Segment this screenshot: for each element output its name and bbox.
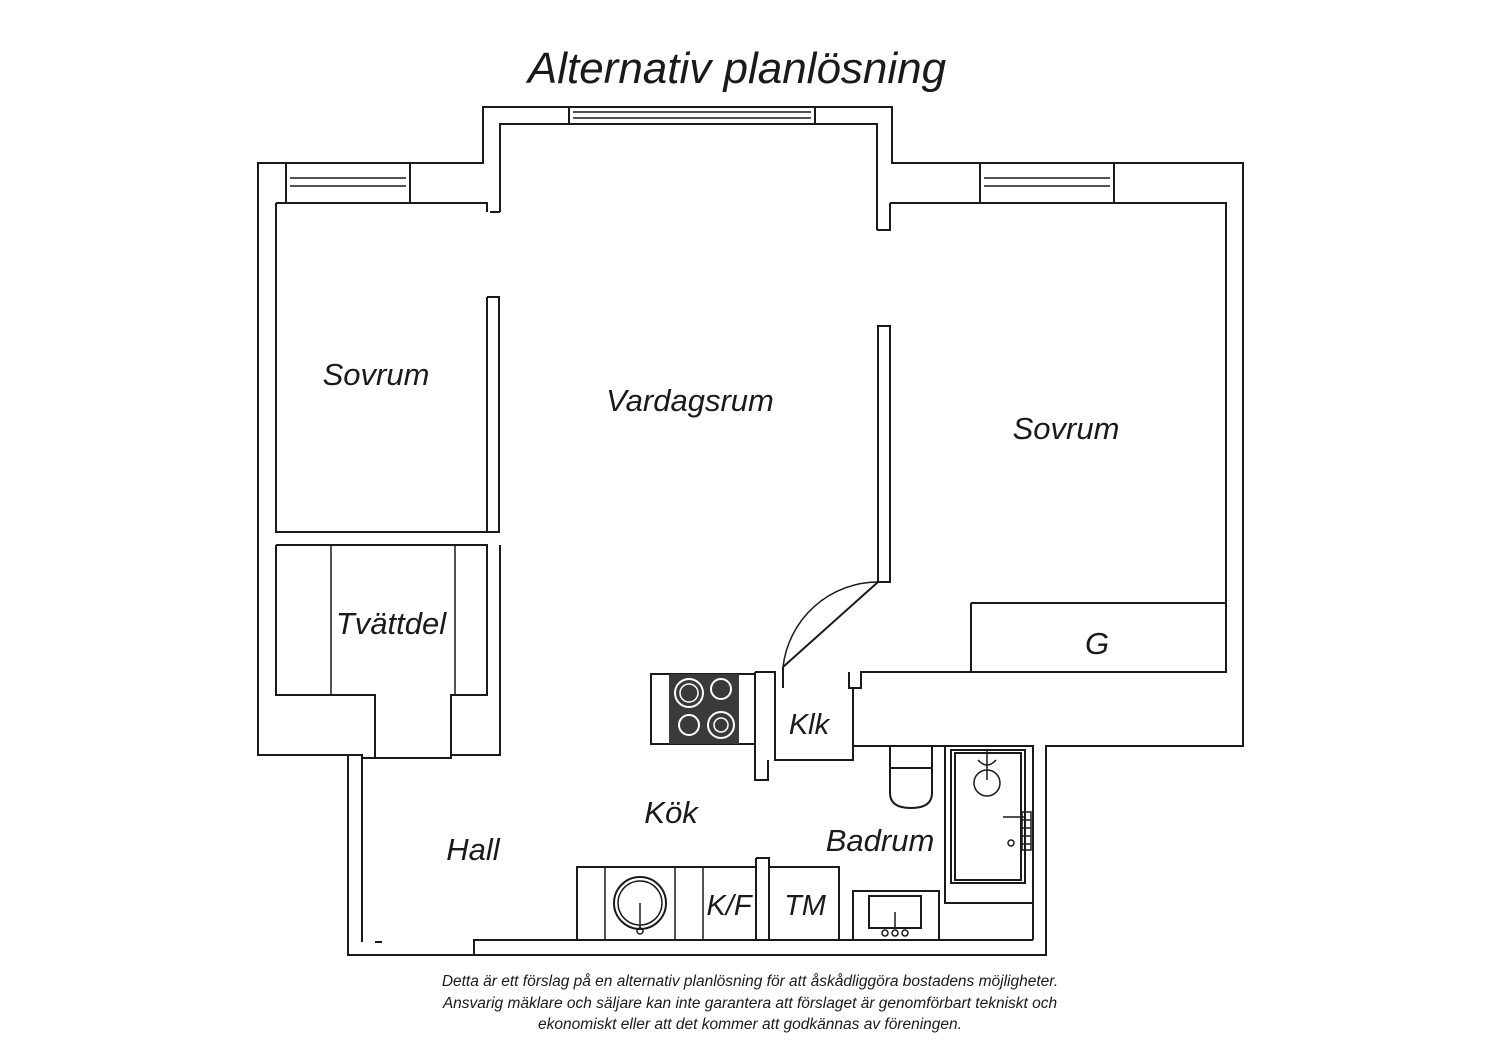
label-kf: K/F — [706, 890, 753, 922]
disclaimer: Detta är ett förslag på en alternativ pl… — [0, 971, 1500, 1036]
label-sovrum-left: Sovrum — [323, 357, 430, 392]
window-left — [285, 162, 411, 204]
kitchen-counter — [576, 866, 840, 941]
stove — [650, 673, 756, 745]
label-tvattdel: Tvättdel — [336, 606, 447, 641]
disclaimer-line: ekonomiskt eller att det kommer att godk… — [538, 1016, 962, 1033]
label-klk: Klk — [789, 709, 831, 741]
disclaimer-line: Detta är ett förslag på en alternativ pl… — [441, 973, 1059, 990]
label-hall: Hall — [446, 832, 501, 867]
label-badrum: Badrum — [826, 823, 935, 858]
plan-title: Alternativ planlösning — [525, 44, 947, 93]
toilet — [889, 745, 933, 810]
label-g: G — [1085, 626, 1109, 661]
label-vardagsrum: Vardagsrum — [606, 383, 774, 418]
inner-walls — [258, 123, 1227, 955]
window-right — [979, 162, 1115, 204]
bathroom-sink — [852, 890, 940, 941]
shower — [950, 749, 1032, 884]
window-top — [568, 106, 816, 125]
label-sovrum-right: Sovrum — [1013, 411, 1120, 446]
label-kok: Kök — [644, 795, 699, 830]
disclaimer-line: Ansvarig mäklare och säljare kan inte ga… — [442, 994, 1058, 1012]
label-tm: TM — [784, 890, 827, 922]
